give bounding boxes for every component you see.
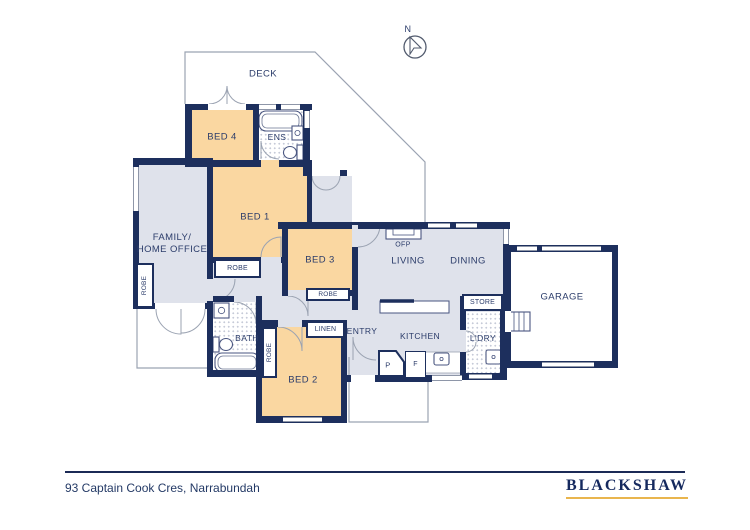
family-line1: FAMILY/ bbox=[152, 232, 192, 244]
compass-label: N bbox=[404, 24, 412, 34]
door-opening bbox=[351, 375, 375, 382]
room-label-kitchen: KITCHEN bbox=[399, 331, 441, 341]
room-label-bath: BATH bbox=[235, 333, 259, 343]
property-address: 93 Captain Cook Cres, Narrabundah bbox=[65, 481, 260, 495]
wall bbox=[612, 245, 618, 368]
robe-label: ROBE bbox=[141, 275, 149, 296]
robe-family-box: ROBE bbox=[136, 263, 154, 308]
robe-label: ROBE bbox=[227, 265, 248, 272]
room-bed3-floor bbox=[288, 229, 352, 290]
wall bbox=[207, 165, 213, 309]
wall bbox=[258, 320, 347, 327]
window bbox=[432, 375, 462, 381]
robe-bed2-box: ROBE bbox=[262, 327, 277, 378]
room-label-deck: DECK bbox=[249, 68, 277, 80]
window bbox=[503, 229, 509, 244]
robe-bed1-box: ROBE bbox=[214, 259, 261, 278]
room-label-family: FAMILY/ HOME OFFICE bbox=[137, 232, 207, 256]
corridor-floor bbox=[312, 176, 352, 222]
door-opening bbox=[208, 104, 246, 110]
room-label-bed4: BED 4 bbox=[207, 131, 237, 143]
door-opening bbox=[278, 320, 302, 327]
wall bbox=[133, 158, 139, 309]
door-opening bbox=[505, 311, 511, 332]
window bbox=[469, 374, 492, 379]
wall bbox=[278, 222, 362, 229]
room-label-ldry: L'DRY bbox=[469, 333, 497, 343]
room-label-bed1: BED 1 bbox=[240, 211, 270, 223]
room-label-bed2: BED 2 bbox=[288, 374, 318, 386]
room-label-entry: ENTRY bbox=[346, 326, 378, 336]
pantry-label: P bbox=[385, 360, 391, 370]
window bbox=[259, 104, 276, 110]
window bbox=[428, 223, 450, 228]
family-line2: HOME OFFICE bbox=[136, 244, 208, 255]
door-opening bbox=[234, 296, 256, 302]
north-arrow-icon bbox=[403, 35, 427, 59]
window bbox=[517, 246, 537, 251]
window bbox=[133, 167, 139, 211]
wall bbox=[352, 222, 358, 310]
fridge-label: F bbox=[413, 361, 418, 368]
linen-box: LINEN bbox=[306, 321, 345, 338]
fridge-box: F bbox=[405, 351, 426, 378]
store-label: STORE bbox=[470, 299, 495, 306]
wall bbox=[207, 302, 213, 377]
robe-bed3-box: ROBE bbox=[306, 288, 350, 301]
window bbox=[304, 111, 310, 128]
robe-label: ROBE bbox=[318, 291, 338, 298]
room-bed1-floor-lower bbox=[213, 222, 282, 257]
door-opening bbox=[288, 290, 308, 296]
window bbox=[281, 104, 300, 110]
garage-steps bbox=[508, 311, 531, 332]
wall bbox=[207, 370, 262, 377]
robe-label: ROBE bbox=[266, 342, 274, 363]
entry-floor bbox=[347, 310, 352, 378]
wall bbox=[253, 110, 259, 162]
door-opening bbox=[207, 279, 213, 301]
wall bbox=[505, 252, 511, 361]
door-opening bbox=[312, 170, 340, 176]
door-opening bbox=[261, 257, 281, 263]
door-opening bbox=[352, 225, 358, 247]
door-opening bbox=[261, 160, 279, 167]
wall bbox=[282, 229, 288, 296]
footer-divider bbox=[65, 471, 685, 473]
wall bbox=[500, 296, 507, 380]
window bbox=[542, 362, 594, 367]
door-opening bbox=[460, 330, 466, 352]
room-label-ens: ENS bbox=[267, 132, 287, 142]
wall bbox=[133, 158, 213, 165]
room-label-garage: GARAGE bbox=[540, 291, 584, 303]
linen-label: LINEN bbox=[314, 326, 337, 333]
agency-logo: BLACKSHAW bbox=[565, 477, 688, 499]
fireplace-label: OFP bbox=[395, 241, 411, 249]
door-opening bbox=[155, 303, 205, 309]
window bbox=[283, 417, 322, 422]
room-label-living: LIVING bbox=[391, 255, 425, 267]
store-box: STORE bbox=[462, 294, 503, 311]
room-label-dining: DINING bbox=[450, 255, 486, 267]
window bbox=[456, 223, 477, 228]
room-label-bed3: BED 3 bbox=[305, 254, 335, 266]
wall bbox=[341, 320, 347, 423]
window bbox=[542, 246, 601, 251]
